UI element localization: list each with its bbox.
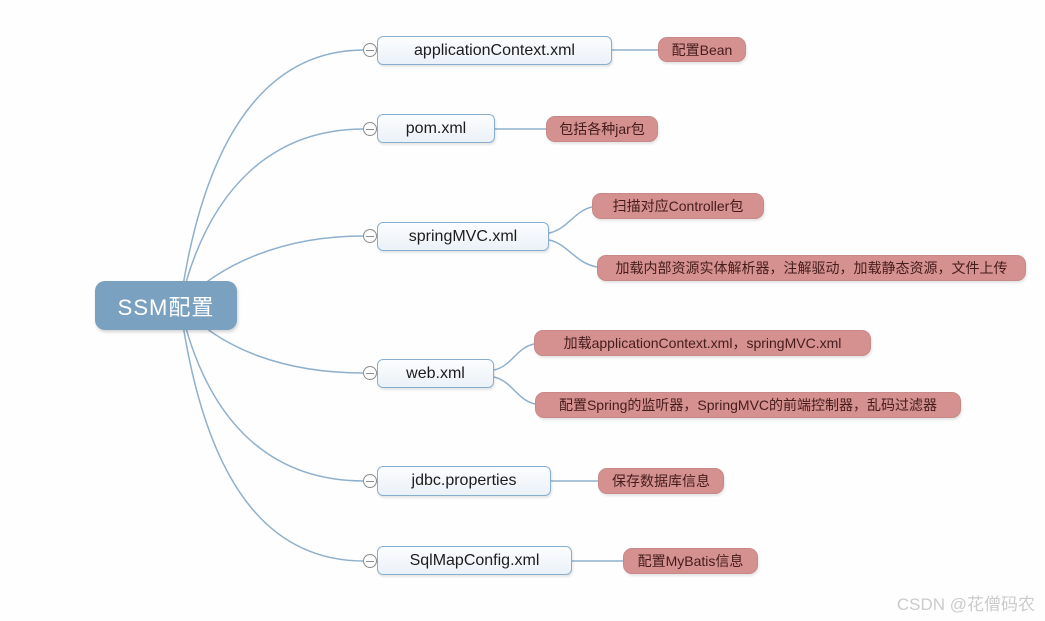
leaf-node-spring-listener[interactable]: 配置Spring的监听器，SpringMVC的前端控制器，乱码过滤器 (535, 392, 961, 418)
link-root-to-branch-1 (179, 128, 365, 306)
collapse-icon[interactable] (363, 43, 377, 57)
link-root-to-branch-0 (179, 49, 365, 306)
collapse-icon[interactable] (363, 474, 377, 488)
branch-node-springmvc-xml[interactable]: springMVC.xml (377, 222, 549, 251)
leaf-node-jar-packages[interactable]: 包括各种jar包 (546, 116, 658, 142)
leaf-node-mybatis-info[interactable]: 配置MyBatis信息 (623, 548, 758, 574)
collapse-icon[interactable] (363, 554, 377, 568)
branch-node-web-xml[interactable]: web.xml (377, 359, 494, 388)
branch-node-sqlmapconfig-xml[interactable]: SqlMapConfig.xml (377, 546, 572, 575)
link-root-to-branch-5 (179, 304, 365, 562)
leaf-node-database-info[interactable]: 保存数据库信息 (598, 468, 724, 494)
minus-glyph (366, 480, 374, 482)
link-branch-2-leaf-0 (548, 206, 593, 234)
leaf-node-scan-controller[interactable]: 扫描对应Controller包 (592, 193, 764, 219)
minus-glyph (366, 49, 374, 51)
link-branch-2-leaf-1 (548, 239, 598, 268)
collapse-icon[interactable] (363, 122, 377, 136)
branch-node-pom-xml[interactable]: pom.xml (377, 114, 495, 143)
link-branch-3-leaf-1 (493, 376, 536, 405)
branch-node-applicationcontext-xml[interactable]: applicationContext.xml (377, 36, 612, 65)
leaf-node-resource-resolver[interactable]: 加载内部资源实体解析器，注解驱动，加载静态资源，文件上传 (597, 255, 1026, 281)
minus-glyph (366, 372, 374, 374)
collapse-icon[interactable] (363, 366, 377, 380)
branch-node-jdbc-properties[interactable]: jdbc.properties (377, 466, 551, 496)
csdn-watermark: CSDN @花僧码农 (896, 595, 1035, 614)
minus-glyph (366, 235, 374, 237)
link-root-to-branch-4 (179, 304, 365, 482)
minus-glyph (366, 560, 374, 562)
leaf-node-load-context-files[interactable]: 加载applicationContext.xml，springMVC.xml (534, 330, 871, 356)
leaf-node-configure-bean[interactable]: 配置Bean (658, 37, 746, 62)
link-branch-3-leaf-0 (493, 343, 535, 371)
collapse-icon[interactable] (363, 229, 377, 243)
minus-glyph (366, 128, 374, 130)
root-node-ssm-config[interactable]: SSM配置 (95, 281, 237, 330)
